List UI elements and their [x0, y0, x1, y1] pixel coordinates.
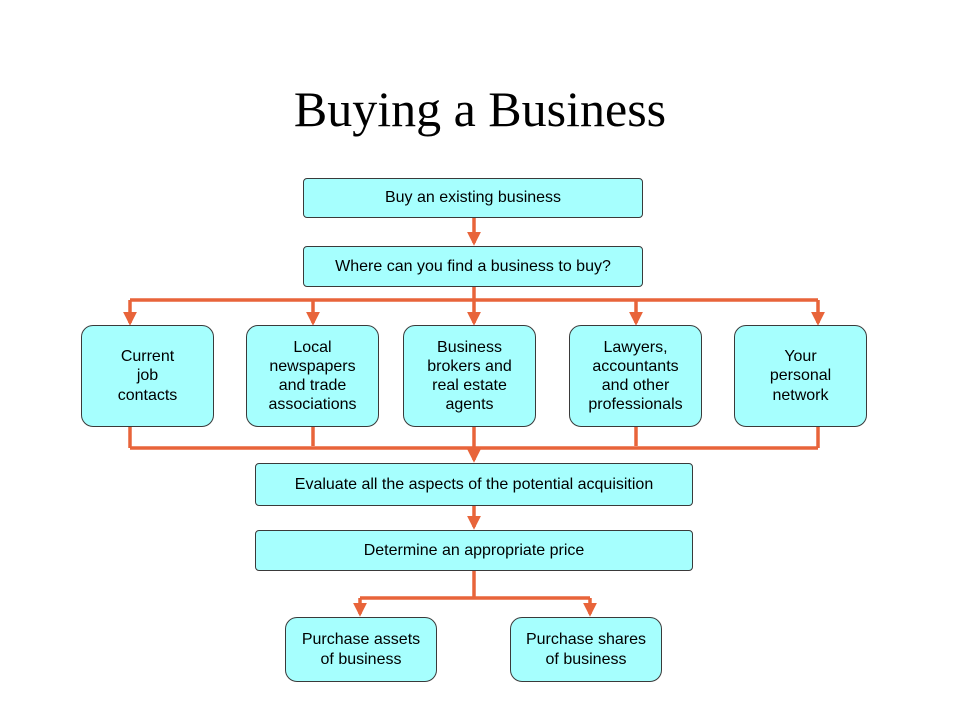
box-label: Buy an existing business	[384, 189, 562, 207]
box-evaluate-acquisition: Evaluate all the aspects of the potentia…	[255, 463, 693, 506]
box-label: Lawyers, accountants and other professio…	[588, 338, 683, 414]
box-lawyers-accountants: Lawyers, accountants and other professio…	[569, 325, 702, 427]
box-local-newspapers: Local newspapers and trade associations	[246, 325, 379, 427]
box-business-brokers: Business brokers and real estate agents	[403, 325, 536, 427]
box-label: Current job contacts	[117, 348, 178, 404]
box-label: Purchase shares of business	[525, 631, 647, 668]
box-current-job-contacts: Current job contacts	[81, 325, 214, 427]
box-label: Local newspapers and trade associations	[268, 338, 357, 414]
box-label: Evaluate all the aspects of the potentia…	[294, 475, 654, 493]
page-title: Buying a Business	[293, 81, 667, 137]
box-label: Business brokers and real estate agents	[427, 338, 512, 414]
box-purchase-shares: Purchase shares of business	[510, 617, 662, 682]
box-buy-existing-business: Buy an existing business	[303, 178, 643, 218]
box-personal-network: Your personal network	[734, 325, 867, 427]
box-label: Your personal network	[769, 348, 832, 404]
box-determine-price: Determine an appropriate price	[255, 530, 693, 571]
box-label: Purchase assets of business	[301, 631, 421, 668]
box-purchase-assets: Purchase assets of business	[285, 617, 437, 682]
box-where-find-business: Where can you find a business to buy?	[303, 246, 643, 287]
box-label: Determine an appropriate price	[363, 541, 585, 559]
box-label: Where can you find a business to buy?	[335, 257, 611, 275]
